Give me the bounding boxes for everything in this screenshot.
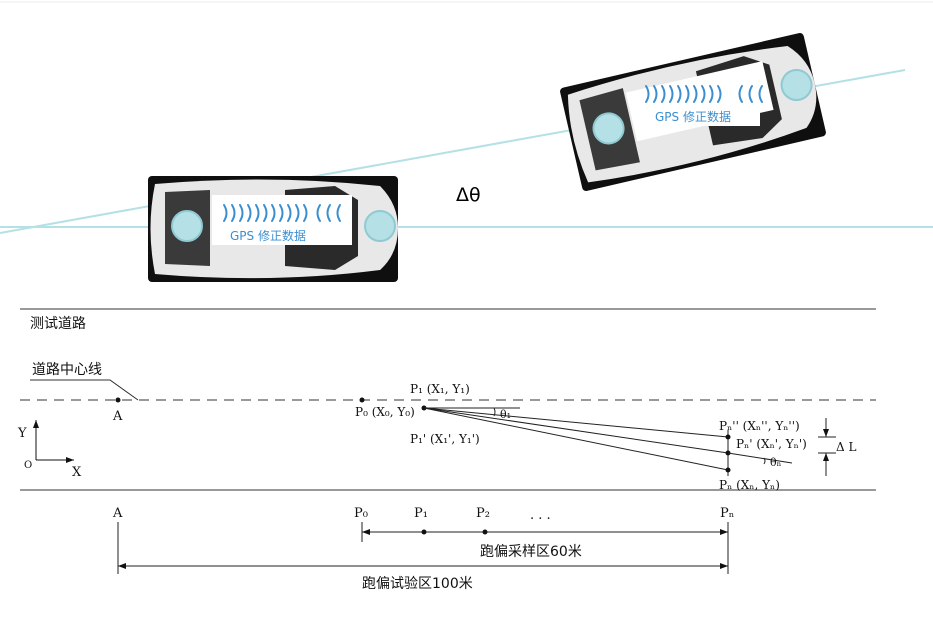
gps-antenna-icon [171,210,203,242]
point-a-label: A [112,409,123,424]
signal-wave-icon [645,85,763,103]
axis-ellipsis: . . . [530,508,551,523]
pn-label: Pₙ (Xₙ, Yₙ) [719,478,780,492]
centerline-label: 道路中心线 [32,362,102,378]
thetan-label: θₙ [770,456,782,469]
road-title: 测试道路 [30,316,86,332]
y-axis-label: Y [17,426,27,441]
gps-antenna-icon [364,210,396,242]
centerline-leader [30,379,139,401]
sample-zone-label: 跑偏采样区60米 [480,544,582,560]
point-p1-marker [359,397,365,403]
p1-label: P₁ (X₁, Y₁) [410,382,470,396]
gps-antenna-icon [592,112,625,145]
pn-prime-label: Pₙ' (Xₙ', Yₙ') [736,437,807,451]
p0-label: P₀ (X₀, Y₀) [355,405,415,419]
ray-pn-prime [423,407,729,454]
axis-p1-label: P₁ [414,506,428,521]
axis-p0-label: P₀ [354,506,368,521]
point-pn-marker [725,467,731,473]
ray-pn-double-prime [423,407,729,438]
tick-p2-marker [482,529,488,535]
ray-pn [423,407,729,471]
tick-p1-marker [421,529,427,535]
car-2-label: GPS 修正数据 [655,109,731,124]
thetan-baseline [727,452,793,464]
point-a-marker [115,397,121,403]
point-pn-double-prime-marker [725,434,731,440]
delta-theta-label: Δθ [456,184,481,206]
axis-a-label: A [112,506,123,521]
thetan-arc [763,457,766,465]
p1-prime-label: P₁' (X₁', Y₁') [410,432,480,446]
signal-wave-icon [223,204,341,222]
car-1: GPS 修正数据 [148,176,398,282]
theta1-arc [493,407,496,417]
axis-pn-label: Pₙ [720,506,734,521]
car-1-label: GPS 修正数据 [230,228,306,243]
x-axis-label: X [72,465,82,480]
test-zone-label: 跑偏试验区100米 [362,576,473,592]
theta1-label: θ₁ [500,408,511,421]
gps-antenna-icon [780,69,813,102]
pn-double-prime-label: Pₙ'' (Xₙ'', Yₙ'') [719,419,800,433]
delta-l-label: Δ L [836,440,856,454]
origin-label: O [24,460,32,471]
axis-p2-label: P₂ [476,506,490,521]
